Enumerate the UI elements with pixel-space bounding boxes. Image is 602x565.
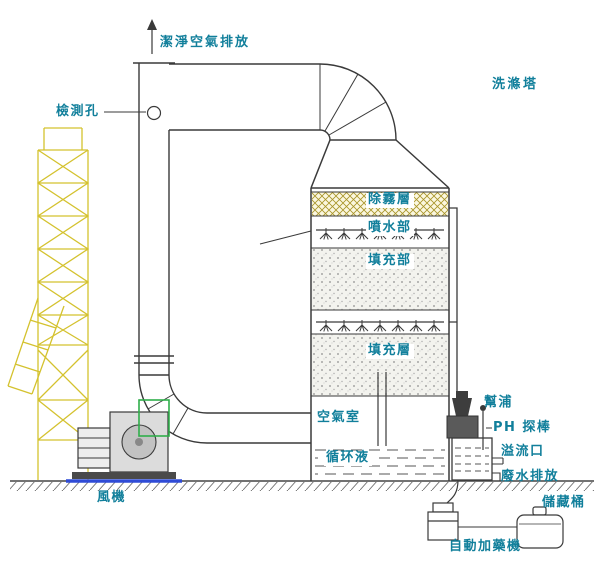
top-duct: [169, 63, 397, 141]
spray-leader-line: [259, 230, 312, 245]
liquid-waves: [315, 449, 445, 475]
label-inspection-port: 檢測孔: [56, 104, 100, 119]
exhaust-stack: [133, 62, 175, 376]
fan-base: [72, 472, 176, 479]
ground-hatch: [10, 482, 594, 491]
exhaust-arrow: [147, 19, 157, 54]
label-air-chamber: 空氣室: [317, 410, 361, 425]
fan-assembly: [66, 399, 182, 483]
label-packing-section: 填充部: [366, 253, 414, 269]
label-ph-probe: PH 探棒: [493, 420, 552, 435]
circulation-pipe: [449, 207, 458, 404]
label-clean-air-exhaust: 潔淨空氣排放: [160, 35, 251, 50]
label-fan: 風機: [97, 490, 127, 505]
label-spray-section: 噴水部: [366, 220, 414, 236]
support-frame: [7, 127, 90, 480]
inclined-frame: [7, 297, 65, 395]
label-packing-layer: 填充層: [366, 343, 414, 359]
drain-stub: [492, 472, 501, 481]
inspection-port-circle: [146, 105, 162, 121]
packing2-boundary-lines: [311, 333, 449, 397]
label-auto-dosing-machine: 自動加藥機: [449, 539, 522, 554]
ph-probe-rod: [480, 405, 492, 450]
packing1-boundary-lines: [311, 247, 449, 311]
label-wastewater-discharge: 廢水排放: [501, 469, 560, 484]
pump-tank: [451, 437, 493, 481]
label-pump: 幫浦: [484, 395, 514, 410]
overflow-stub: [492, 457, 504, 465]
label-overflow-port: 溢流口: [501, 444, 545, 459]
outlet-flange-highlight: [138, 399, 170, 437]
internal-pipe: [377, 372, 387, 446]
dosing-machine: [427, 502, 459, 541]
label-scrubber-tower: 洗滌塔: [492, 77, 539, 92]
storage-barrel: [516, 506, 564, 549]
label-storage-tank: 儲藏桶: [542, 495, 586, 510]
label-demister-layer: 除霧層: [366, 192, 414, 208]
label-circulating-liquid: 循环液: [324, 450, 372, 466]
tower-cone: [310, 139, 450, 189]
demister-boundary-lines: [311, 191, 449, 217]
pump-symbol: [446, 391, 479, 439]
spray-header-2: [316, 319, 444, 332]
